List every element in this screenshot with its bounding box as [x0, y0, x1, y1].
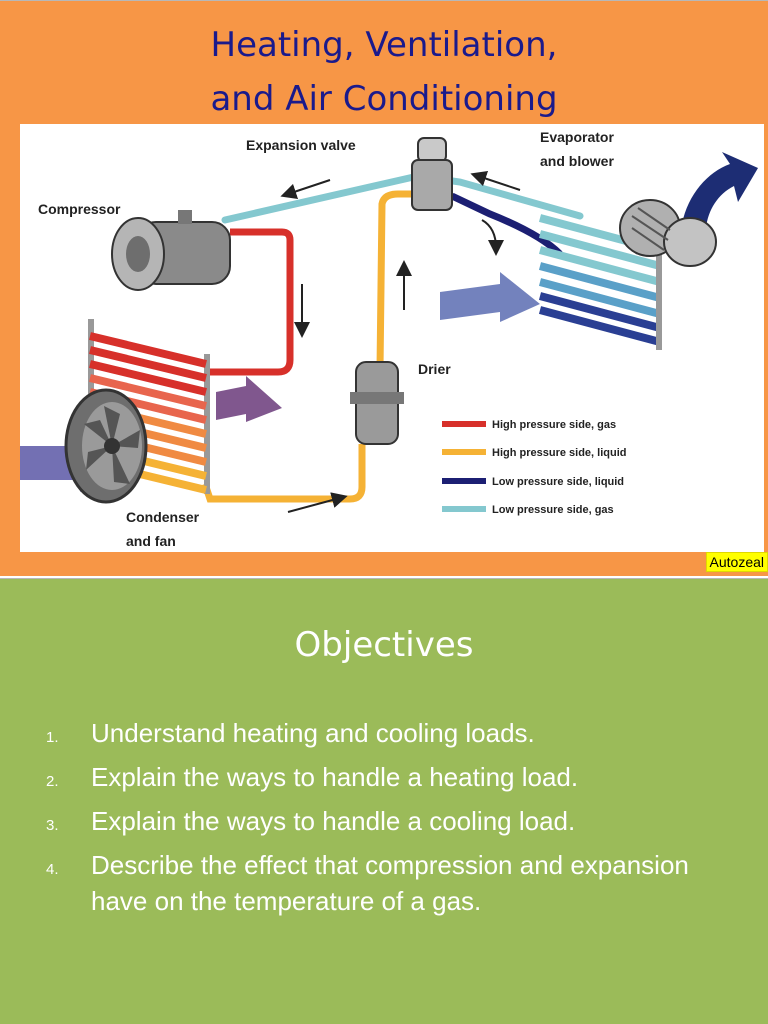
legend-label-4: Low pressure side, gas — [492, 504, 614, 516]
airflow-arrow-blower-out-icon — [682, 152, 758, 228]
flow-arrow-1-icon — [280, 179, 331, 200]
label-condenser-line-1: Condenser — [126, 509, 200, 525]
label-compressor: Compressor — [38, 201, 121, 217]
label-evaporator-line-1: Evaporator — [540, 129, 614, 145]
line-high-pressure-gas — [210, 228, 294, 376]
label-condenser-line-2: and fan — [126, 533, 176, 549]
objective-text: Understand heating and cooling loads. — [91, 718, 535, 748]
slide-objectives: Objectives 1. Understand heating and coo… — [0, 578, 768, 1024]
objective-number: 1. — [46, 729, 59, 746]
page-title-line-1: Heating, Ventilation, — [210, 25, 558, 65]
condenser-fan-icon — [64, 388, 148, 504]
image-credit-badge: Autozeal — [705, 552, 768, 572]
line-high-pressure-liquid — [201, 190, 412, 503]
flow-arrow-6-icon — [287, 492, 348, 513]
diagram-legend: High pressure side, gas High pressure si… — [442, 419, 626, 516]
line-low-pressure-liquid — [450, 192, 563, 257]
expansion-valve-icon — [411, 137, 453, 211]
label-drier: Drier — [418, 361, 451, 377]
objective-number: 4. — [46, 861, 59, 878]
legend-label-1: High pressure side, gas — [492, 419, 616, 431]
compressor-icon — [111, 210, 231, 291]
slide-hvac-title: Heating, Ventilation, and Air Conditioni… — [0, 0, 768, 576]
objective-number: 2. — [46, 773, 59, 790]
objective-text: Explain the ways to handle a cooling loa… — [91, 806, 576, 836]
ac-system-diagram-svg: Expansion valve Evaporator and blower Co… — [20, 129, 758, 549]
objective-text: Describe the effect that compression and… — [91, 850, 689, 916]
label-expansion-valve: Expansion valve — [246, 137, 356, 153]
flow-arrow-5-icon — [481, 219, 504, 256]
objectives-heading: Objectives — [294, 625, 474, 665]
objective-number: 3. — [46, 817, 59, 834]
line-low-pressure-gas — [221, 172, 584, 224]
airflow-arrow-condenser-icon — [216, 376, 282, 422]
legend-label-3: Low pressure side, liquid — [492, 476, 624, 488]
page-title-line-2: and Air Conditioning — [210, 79, 558, 119]
blower-icon — [619, 199, 717, 267]
objective-text: Explain the ways to handle a heating loa… — [91, 762, 579, 792]
ac-system-diagram: Expansion valve Evaporator and blower Co… — [20, 124, 764, 552]
drier-icon — [350, 361, 404, 445]
legend-label-2: High pressure side, liquid — [492, 447, 626, 459]
flow-arrow-2-icon — [470, 170, 521, 191]
airflow-arrow-evaporator-icon — [440, 272, 540, 322]
label-evaporator-line-2: and blower — [540, 153, 614, 169]
